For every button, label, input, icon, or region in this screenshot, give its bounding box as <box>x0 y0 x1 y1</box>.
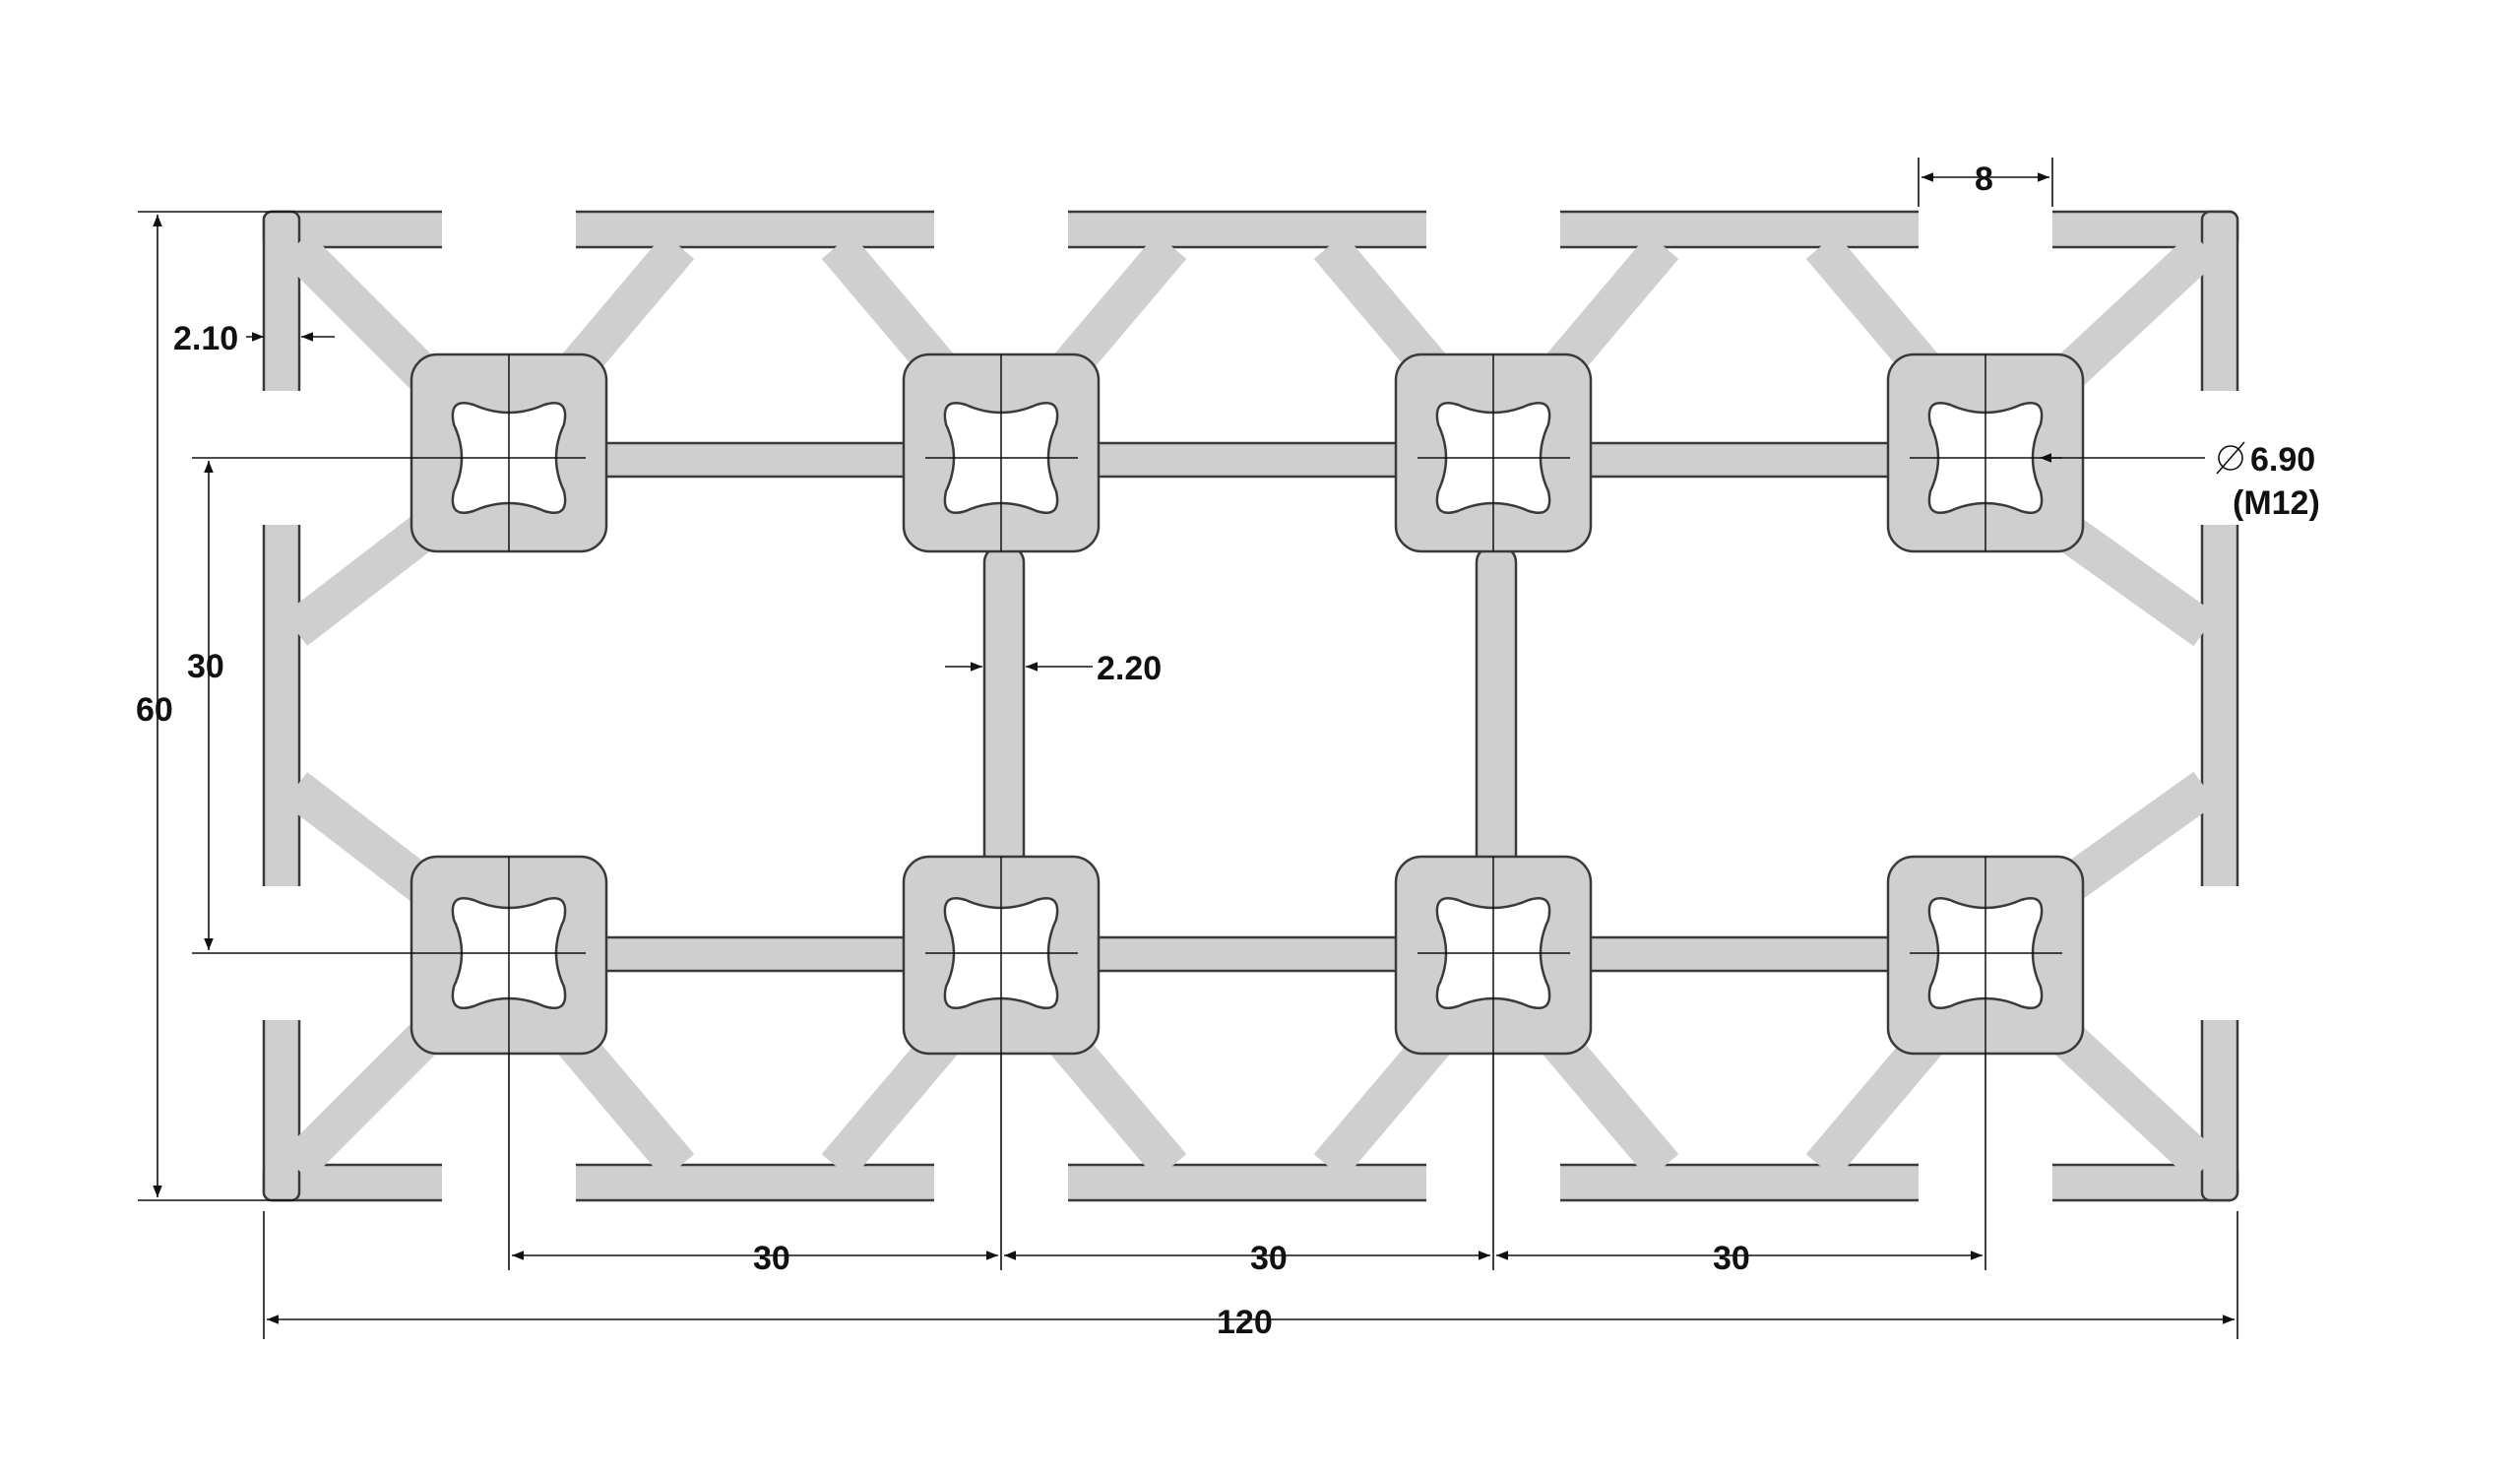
outer-wall-right <box>2200 210 2239 1202</box>
web-center-2 <box>1475 545 1518 873</box>
web-horizontal-2 <box>1049 441 1447 479</box>
web-horizontal-4 <box>569 935 957 973</box>
label-slot-opening: 8 <box>1975 160 1993 198</box>
slot-opening-top <box>1426 205 1560 250</box>
dimension-lines <box>138 158 2245 1339</box>
core-holes <box>451 402 2044 1009</box>
slot-opening-right <box>2195 886 2244 1020</box>
label-web-thickness: 2.20 <box>1097 650 1162 687</box>
label-pitch-2: 30 <box>1250 1240 1288 1277</box>
web-horizontal-5 <box>1049 935 1447 973</box>
web-horizontal-1 <box>569 441 957 479</box>
slot-opening-top <box>442 205 576 250</box>
label-core-hole-thread: (M12) <box>2233 484 2320 522</box>
diagonal-ribs <box>281 231 2219 1182</box>
web-center-1 <box>982 545 1026 873</box>
dimension-labels: 60 30 120 30 30 30 8 2.10 2.20 6.90 (M12… <box>136 160 2320 1341</box>
web-horizontal-3 <box>1544 441 1941 479</box>
profile-cross-section <box>257 205 2244 1207</box>
center-lines <box>433 354 2062 1054</box>
label-overall-height: 60 <box>136 691 173 729</box>
label-pitch-3: 30 <box>1713 1240 1750 1277</box>
label-wall-thickness: 2.10 <box>173 320 238 357</box>
label-pitch-vertical: 30 <box>187 648 224 685</box>
label-pitch-1: 30 <box>753 1240 790 1277</box>
slot-opening-top <box>934 205 1068 250</box>
web-horizontal-6 <box>1544 935 1941 973</box>
outer-wall-left <box>262 210 301 1202</box>
slot-opening-top <box>1919 205 2052 250</box>
label-core-hole-diameter: 6.90 <box>2250 441 2315 479</box>
label-overall-width: 120 <box>1217 1304 1273 1341</box>
